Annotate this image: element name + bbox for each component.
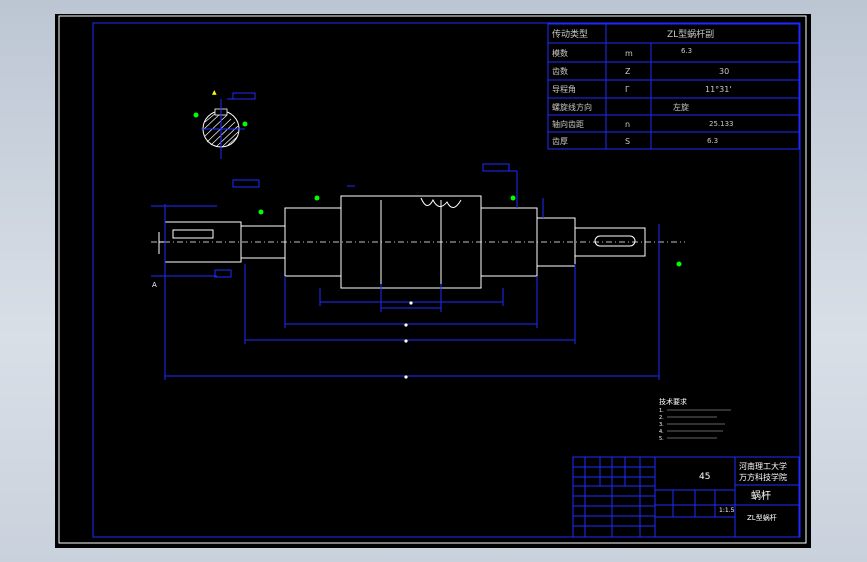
param-label: 齿厚 bbox=[552, 137, 568, 146]
drawing-number: ZL型蜗杆 bbox=[747, 513, 777, 522]
tooth-profile bbox=[420, 197, 462, 208]
params-table: 传动类型 ZL型蜗杆副 模数 m 6.3 齿数 Z 30 导程角 Γ 11°31… bbox=[547, 23, 800, 150]
param-symbol: n bbox=[625, 120, 630, 129]
roughness-symbol bbox=[510, 195, 516, 201]
scale-value: 1:1.5 bbox=[719, 507, 735, 514]
roughness-symbol bbox=[242, 121, 248, 127]
cad-drawing: 传动类型 ZL型蜗杆副 模数 m 6.3 齿数 Z 30 导程角 Γ 11°31… bbox=[58, 15, 807, 544]
inner-border bbox=[92, 22, 801, 538]
outer-border bbox=[58, 15, 807, 544]
school-name-line2: 万方科技学院 bbox=[739, 472, 787, 482]
drawing-sheet: 传动类型 ZL型蜗杆副 模数 m 6.3 齿数 Z 30 导程角 Γ 11°31… bbox=[55, 14, 811, 548]
section-view: ▲ bbox=[193, 89, 256, 159]
note-line: 2. bbox=[659, 415, 664, 421]
note-line: 5. bbox=[659, 436, 664, 442]
section-label-a: A bbox=[152, 281, 157, 289]
params-header-type: 传动类型 bbox=[552, 28, 588, 40]
note-line: 1. bbox=[659, 408, 664, 414]
title-block: 45 河南理工大学 万方科技学院 蜗杆 ZL型蜗杆 1:1.5 bbox=[572, 456, 800, 538]
param-symbol: S bbox=[625, 137, 630, 146]
roughness-symbol bbox=[676, 261, 682, 267]
technical-notes: 技术要求 1. 2. 3. 4. 5. bbox=[659, 397, 731, 442]
param-symbol: Γ bbox=[625, 85, 630, 94]
keyway bbox=[172, 229, 214, 239]
school-name-line1: 河南理工大学 bbox=[739, 461, 787, 471]
params-header-value: ZL型蜗杆副 bbox=[667, 28, 714, 40]
note-line: 3. bbox=[659, 422, 664, 428]
worm-shaft-view: A bbox=[151, 163, 685, 380]
roughness-symbol bbox=[258, 209, 264, 215]
param-value: 6.3 bbox=[681, 47, 692, 55]
roughness-symbol bbox=[314, 195, 320, 201]
param-label: 导程角 bbox=[552, 84, 576, 94]
section-mark: ▲ bbox=[212, 89, 217, 96]
roughness-symbol bbox=[193, 112, 199, 118]
param-symbol: m bbox=[625, 49, 633, 58]
param-label: 轴向齿距 bbox=[552, 119, 584, 129]
param-value: 左旋 bbox=[673, 102, 689, 112]
param-label: 螺旋线方向 bbox=[552, 102, 592, 112]
param-label: 齿数 bbox=[552, 66, 568, 76]
part-name: 蜗杆 bbox=[751, 490, 771, 502]
material-value: 45 bbox=[699, 472, 710, 482]
notes-heading: 技术要求 bbox=[659, 397, 687, 406]
param-label: 模数 bbox=[552, 48, 568, 58]
note-line: 4. bbox=[659, 429, 664, 435]
param-value: 25.133 bbox=[709, 120, 734, 128]
param-symbol: Z bbox=[625, 67, 631, 76]
keyway-right bbox=[594, 235, 636, 247]
param-value: 30 bbox=[719, 67, 729, 76]
param-value: 6.3 bbox=[707, 137, 718, 145]
param-value: 11°31' bbox=[705, 85, 732, 94]
